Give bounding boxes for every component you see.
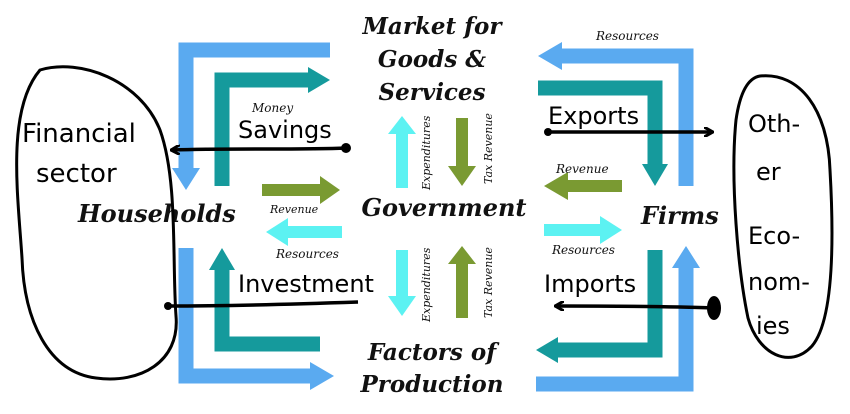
resources-top-label: Resources [595,29,659,43]
market-goods-line-3: Services [378,79,485,106]
government-label: Government [361,193,526,222]
financial-sector-outline [15,65,178,381]
savings-arrow [172,148,347,150]
government-flows [262,116,622,318]
investment-line-start-dot [164,302,172,310]
imports-label: Imports [544,270,636,298]
expenditures-bottom-label: Expenditures [420,247,433,323]
revenue-right-label: Revenue [555,162,609,176]
investment-line [167,300,359,308]
factors-line-1: Factors of [367,339,500,366]
other-economies-line-4: nom- [748,268,810,296]
exports-arrow-start-dot [544,128,552,136]
exports-label: Exports [548,102,639,130]
other-economies-line-3: Eco- [748,222,800,250]
factors-line-2: Production [360,371,504,398]
other-economies-line-1: Oth- [748,110,800,138]
market-goods-line-1: Market for [361,13,503,40]
firms-label: Firms [640,201,719,230]
revenue-left-label: Revenue [269,203,319,216]
financial-sector-line-2: sector [36,159,117,189]
financial-sector-line-1: Financial [22,119,136,149]
tax-revenue-bottom-label: Tax Revenue [482,247,495,318]
tax-revenue-top-label: Tax Revenue [482,113,495,184]
other-economies-line-2: er [756,158,781,186]
imports-arrow-start-dot [707,296,721,320]
imports-arrow [556,306,717,308]
right-inner-teal-arrows [536,80,668,363]
resources-left-label: Resources [275,247,339,261]
resources-right-label: Resources [551,243,615,257]
savings-label: Savings [238,116,332,144]
savings-arrow-start-dot [341,143,351,153]
other-economies-line-5: ies [756,312,790,340]
left-outer-blue-arrows [172,42,334,390]
other-economies-outline [732,74,834,359]
expenditures-top-label: Expenditures [420,115,433,191]
right-outer-blue-arrows [536,42,700,392]
investment-label: Investment [238,270,374,298]
households-label: Households [77,199,236,228]
money-label: Money [251,101,293,115]
market-goods-line-2: Goods & [378,46,486,73]
